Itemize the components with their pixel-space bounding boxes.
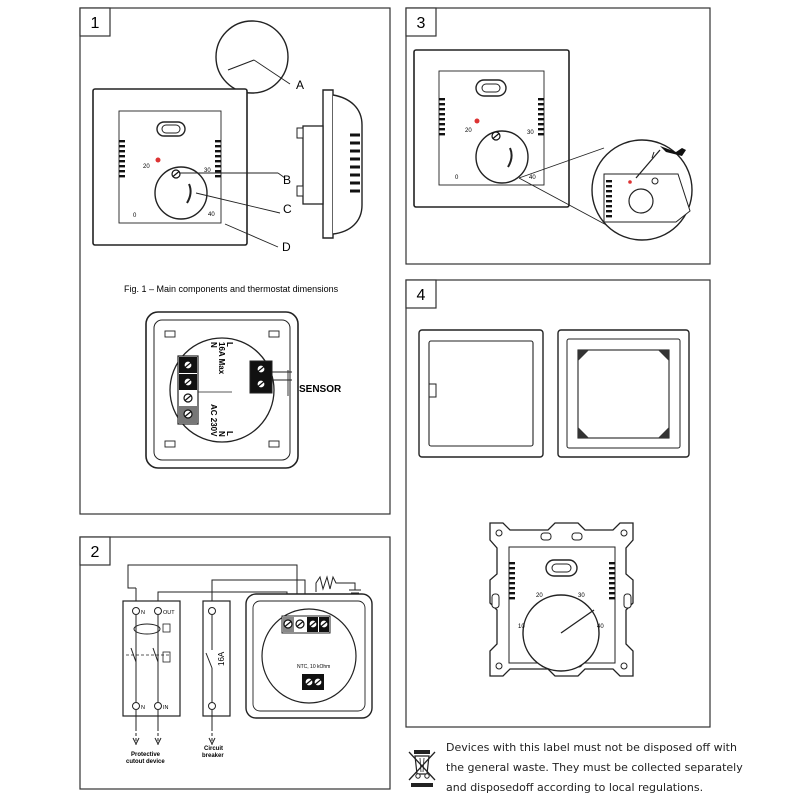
p3-dial-20: 20 [465,128,472,134]
terminal-bottom-l: L [225,431,234,436]
p4-dial-20: 20 [536,593,543,599]
thermostat-back-small: NTC, 10 kOhm [245,593,373,719]
breaker-rating: 16A [217,651,226,666]
disposal-notice-line-3: and disposedoff according to local regul… [446,781,704,794]
p1-dial-0: 0 [133,213,137,219]
p1-dial-20: 20 [143,164,150,170]
p1-dial-30: 30 [204,168,211,174]
disposal-notice-line-1: Devices with this label must not be disp… [446,741,737,754]
rcd-in: IN [163,705,169,711]
panel-4-number: 4 [417,287,426,304]
terminal-top-n: N [209,342,218,348]
protective-device-label-2: cutout device [126,759,165,765]
callout-b: B [283,173,291,187]
panel-3-number-box [405,7,437,37]
thermostat-front-adjust: 20 30 0 40 [413,49,570,208]
terminal-bottom-voltage: AC 230V [209,404,218,437]
p1-dial-40: 40 [208,212,215,218]
protective-cutout-device: N OUT N IN [122,600,181,717]
thermostat-side-view [296,89,363,239]
panel-1-number: 1 [91,15,100,32]
panel-2-number: 2 [91,544,100,561]
sensor-label: SENSOR [299,384,342,395]
callout-d: D [282,240,291,254]
thermostat-back-wiring: SENSOR N 16A Max L AC 230V N L [145,311,342,469]
disposal-notice: Devices with this label must not be disp… [446,738,743,798]
mounting-frame [557,329,690,458]
protective-device-label-1: Protective [131,752,161,758]
panel-4-number-box [405,279,437,309]
circuit-breaker-label-1: Circuit [204,746,223,752]
p4-dial-40: 40 [597,624,604,630]
rcd-n-top: N [141,610,145,616]
p3-dial-40: 40 [529,175,536,181]
knob-detail-circle: A [215,20,304,94]
front-frame [418,329,544,458]
callout-a: A [296,78,304,92]
mounting-plate-with-thermostat: 20 30 10 40 [489,522,634,677]
screwdriver-detail-circle [591,139,693,241]
panel-3-number: 3 [417,15,426,32]
callout-c: C [283,202,292,216]
rcd-out: OUT [163,610,175,616]
terminal-bottom-n: N [217,431,226,437]
disposal-notice-line-2: the general waste. They must be collecte… [446,761,743,774]
panel-2-number-box [79,536,111,566]
circuit-breaker: 16A [202,600,231,717]
p4-dial-30: 30 [578,593,585,599]
panel-4: 4 [405,279,711,728]
p4-dial-10: 10 [518,624,525,630]
panel-1-number-box [79,7,111,37]
circuit-breaker-label-2: breaker [202,753,224,759]
terminal-top-rating: 16A Max [217,342,226,375]
p3-dial-0: 0 [455,175,459,181]
ntc-sensor-label: NTC, 10 kOhm [297,664,330,670]
p3-dial-30: 30 [527,130,534,136]
panel-2: 2 N OUT N IN [79,536,391,790]
terminal-top-l: L [225,342,234,347]
panel-3: 3 20 30 0 40 [405,7,711,265]
rcd-n-bottom: N [141,705,145,711]
thermostat-front-view: 20 30 0 40 [92,88,248,246]
panel-1: 1 A 20 30 0 40 B C [79,7,391,515]
figure-caption: Fig. 1 – Main components and thermostat … [124,284,339,294]
weee-crossed-bin-icon [408,750,436,787]
